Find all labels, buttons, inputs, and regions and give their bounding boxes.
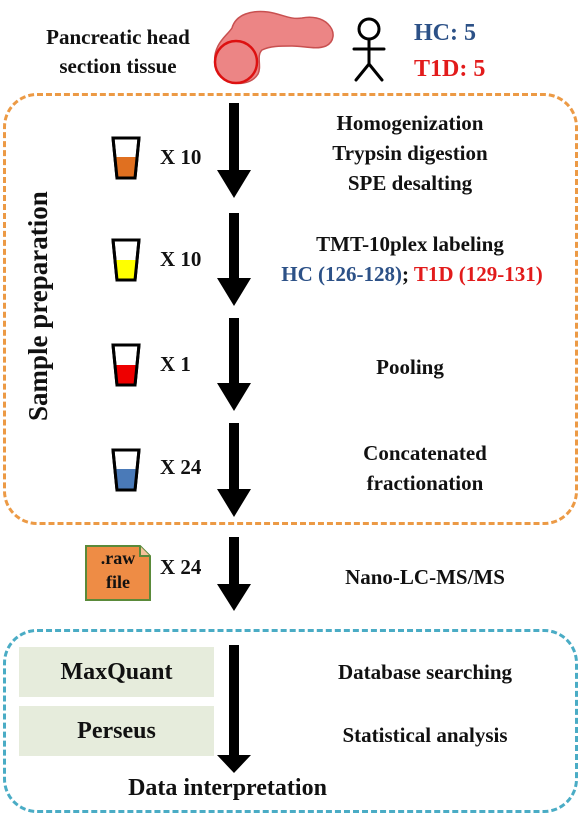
tube-4-icon xyxy=(111,448,141,492)
ms-label: Nano-LC-MS/MS xyxy=(345,565,505,589)
raw-file-icon xyxy=(85,545,151,601)
tissue-label-line2: section tissue xyxy=(59,54,177,78)
step1-multiplier: X 10 xyxy=(160,145,202,169)
raw-file-line1: .raw xyxy=(100,548,136,568)
perseus-box: Perseus xyxy=(19,706,214,756)
tissue-label-line1: Pancreatic head xyxy=(46,25,190,49)
arrow-3 xyxy=(217,318,251,411)
step4-multiplier: X 24 xyxy=(160,455,202,479)
statistical-analysis-label: Statistical analysis xyxy=(342,723,508,747)
t1d-channels: T1D (129-131) xyxy=(413,262,543,286)
tube-3-icon xyxy=(111,343,141,387)
hc-channels: HC (126-128) xyxy=(281,262,402,286)
step1-line3: SPE desalting xyxy=(347,171,473,195)
step2-line2: HC (126-128); T1D (129-131) xyxy=(252,259,572,289)
arrows xyxy=(217,103,251,773)
arrow-6 xyxy=(217,645,251,773)
raw-file-line2: file xyxy=(106,572,130,592)
tube-1-icon xyxy=(111,136,141,180)
step2-line1: TMT-10plex labeling xyxy=(316,232,504,256)
pancreas-icon xyxy=(213,10,334,85)
database-searching-label: Database searching xyxy=(337,660,513,684)
arrow-5 xyxy=(217,537,251,611)
step3-line1: Pooling xyxy=(376,355,444,379)
step4-line2: fractionation xyxy=(366,471,484,495)
data-analysis-box xyxy=(3,629,578,813)
sample-preparation-box xyxy=(3,93,578,525)
step4-line1: Concatenated xyxy=(363,441,487,465)
person-icon xyxy=(352,17,386,82)
sample-preparation-title: Sample preparation xyxy=(23,191,53,421)
data-interpretation-label: Data interpretation xyxy=(128,775,327,801)
step1-line1: Homogenization xyxy=(336,111,484,135)
maxquant-box: MaxQuant xyxy=(19,647,214,697)
step3-multiplier: X 1 xyxy=(160,352,191,376)
tube-2-icon xyxy=(111,238,141,282)
t1d-count-label: T1D: 5 xyxy=(414,56,486,82)
step2-multiplier: X 10 xyxy=(160,247,202,271)
arrow-4 xyxy=(217,423,251,517)
step1-line2: Trypsin digestion xyxy=(332,141,488,165)
hc-count-label: HC: 5 xyxy=(414,20,476,46)
channel-separator: ; xyxy=(401,262,409,286)
arrow-1 xyxy=(217,103,251,198)
ms-multiplier: X 24 xyxy=(160,555,202,579)
arrow-2 xyxy=(217,213,251,306)
